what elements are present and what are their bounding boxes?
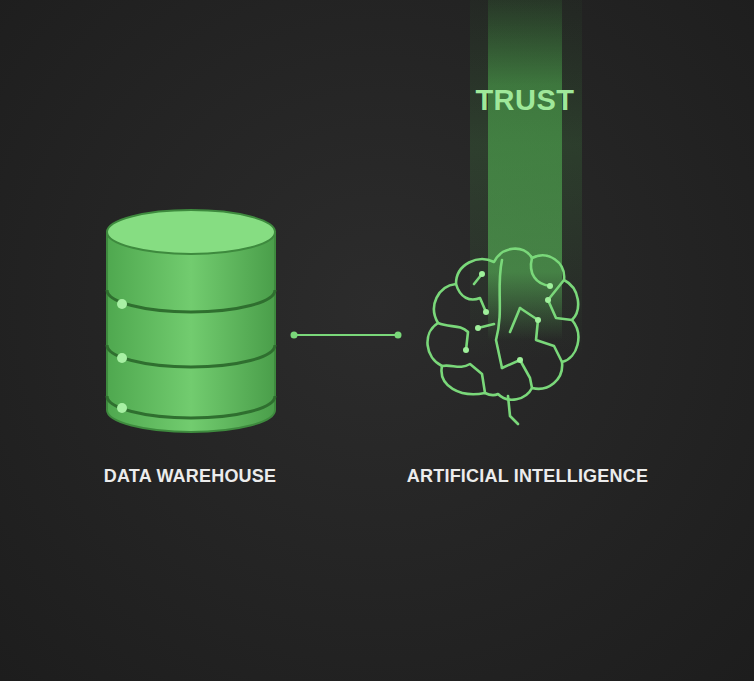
database-icon	[90, 200, 290, 440]
node-label: DATA WAREHOUSE	[104, 466, 276, 487]
ai-node: ARTIFICIAL INTELLIGENCE	[390, 228, 665, 493]
database-node: DATA WAREHOUSE	[90, 200, 290, 493]
brain-icon	[390, 228, 665, 440]
node-label: ARTIFICIAL INTELLIGENCE	[407, 466, 648, 487]
trust-label: TRUST	[475, 84, 574, 117]
connector-line	[291, 332, 402, 339]
